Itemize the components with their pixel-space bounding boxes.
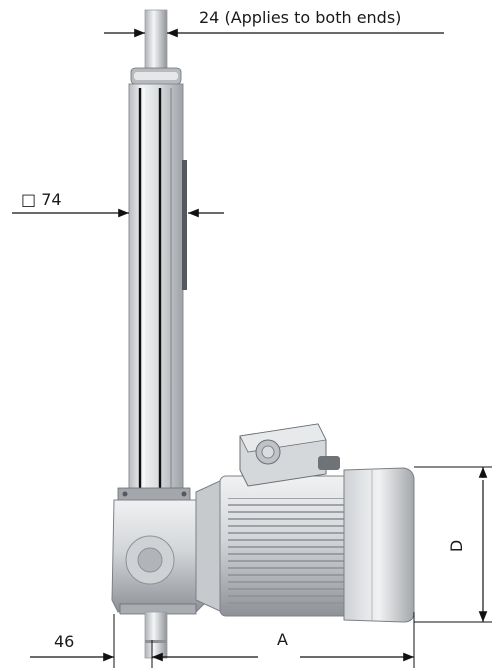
rod-end-width-label: 24 (Applies to both ends)	[199, 8, 402, 27]
motor-height-label: D	[447, 539, 467, 553]
offset-label: 46	[54, 632, 75, 651]
gear-housing	[111, 487, 211, 615]
actuator-tube	[128, 83, 187, 491]
motor-length-label: A	[277, 630, 288, 649]
tube-square-label: □ 74	[21, 190, 62, 209]
bottom-rod-end	[144, 611, 168, 659]
top-rod-end	[130, 9, 182, 85]
dimension-bottom	[30, 612, 415, 668]
dimension-motor-height	[414, 466, 492, 623]
electric-motor	[195, 423, 415, 623]
